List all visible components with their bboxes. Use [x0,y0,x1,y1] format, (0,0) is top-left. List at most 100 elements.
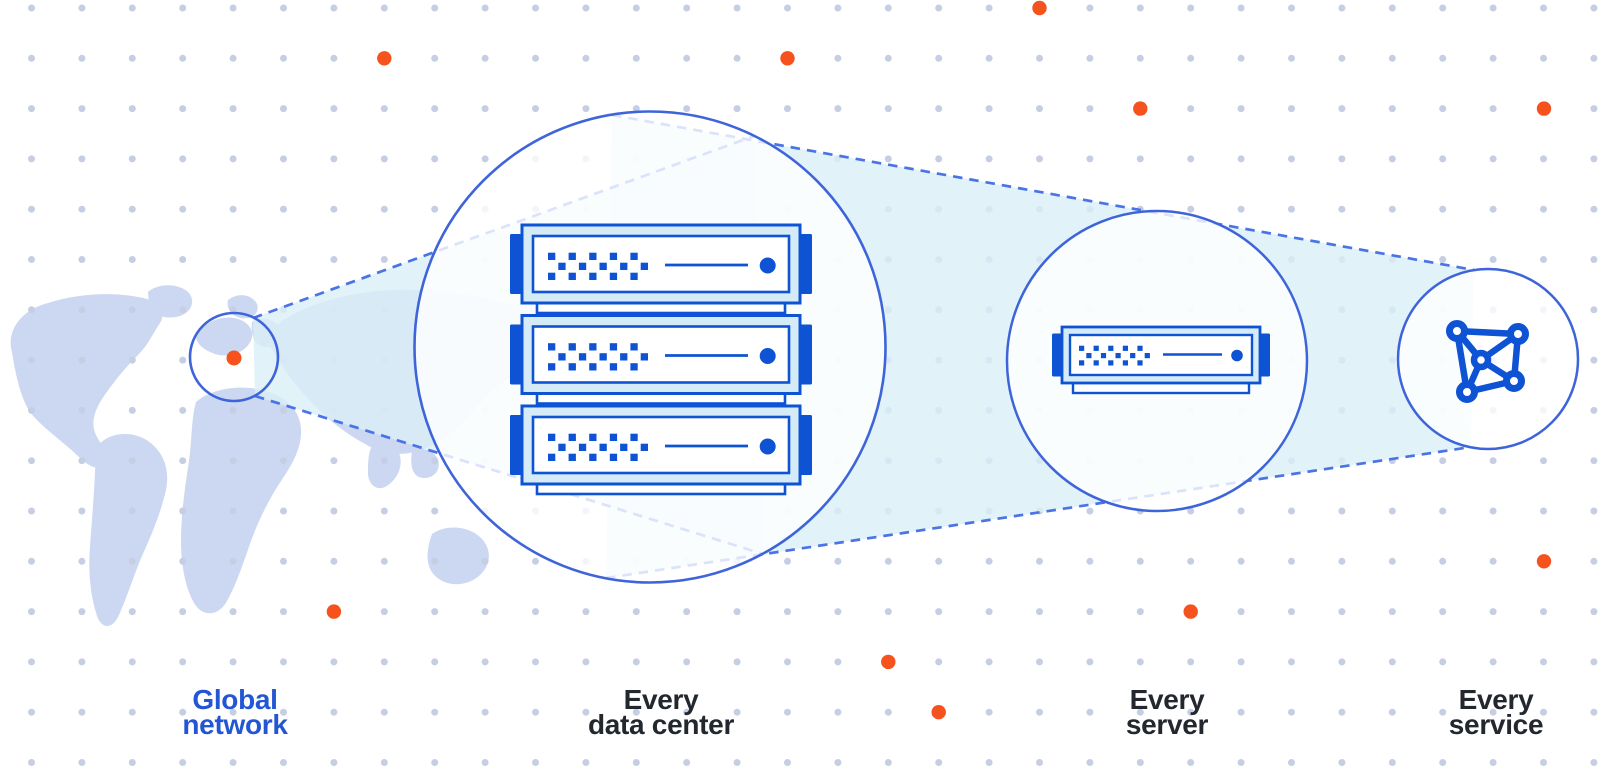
grid-dot [1388,155,1396,163]
grid-dot [1590,759,1598,766]
label-line: network [182,709,288,740]
mesh-node [1446,320,1468,342]
grid-dot [1590,457,1598,465]
grid-dot [229,658,237,666]
grid-dot [179,306,187,314]
grid-dot [1388,54,1396,62]
grid-dot [380,457,388,465]
grid-dot [582,608,590,616]
grid-dot [78,457,86,465]
grid-dot [582,658,590,666]
grid-dot [1489,105,1497,113]
grid-dot [1439,54,1447,62]
grid-dot [330,54,338,62]
server-rack-icon [510,223,812,496]
grid-dot [532,608,539,616]
continent [427,527,489,585]
grid-dot [179,205,187,213]
server-led [759,438,776,455]
vent-square [609,272,618,280]
grid-dot [1237,155,1245,163]
grid-dot [1237,54,1245,62]
grid-dot [1288,608,1295,616]
grid-dot [784,557,791,565]
grid-dot [229,54,237,62]
grid-dot [481,608,489,616]
grid-dot [632,759,640,766]
grid-dot [1338,54,1346,62]
grid-dot [431,608,439,616]
accent-dot [881,654,896,670]
grid-dot [1288,507,1295,515]
grid-dot [683,105,691,113]
grid-dot [78,759,86,766]
grid-dot [128,608,136,616]
vent-square [1144,353,1150,359]
grid-dot [229,205,237,213]
grid-dot [78,557,86,565]
grid-dot [1439,155,1447,163]
grid-dot [1590,658,1598,666]
mesh-node [1456,381,1478,403]
continent [10,294,163,469]
grid-dot [683,608,691,616]
grid-dot [1136,708,1144,716]
grid-dot [1439,507,1447,515]
grid-dot [733,608,741,616]
grid-dot [1136,54,1144,62]
vent-square [620,353,628,361]
mesh-node [1503,370,1525,392]
grid-dot [380,4,388,12]
accent-dot [1032,0,1047,16]
grid-dot [1590,256,1598,263]
grid-dot [1036,708,1043,716]
vent-square [630,363,638,371]
grid-dot [532,105,539,113]
grid-dot [229,406,237,414]
grid-dot [935,759,943,766]
vent-square [609,433,618,441]
vent-square [630,433,638,441]
grid-dot [1590,557,1598,565]
label-every-service: Every service [1449,684,1544,739]
grid-dot [179,507,187,515]
grid-dot [28,406,35,414]
grid-dot [985,105,993,113]
label-line: server [1125,709,1209,740]
grid-dot [179,256,187,263]
label-line: data center [587,709,735,740]
grid-dot [1489,507,1497,515]
label-line: Global [192,684,278,715]
grid-dot [229,608,237,616]
grid-dot [784,105,791,113]
accent-dot [1536,101,1552,116]
grid-dot [330,155,338,163]
grid-dot [1540,155,1547,163]
grid-dot [834,658,842,666]
grid-dot [179,557,187,565]
grid-dot [330,105,338,113]
grid-dot [1187,557,1195,565]
location-dot-icon [226,350,242,366]
label-every-server: Every server [1125,686,1209,740]
grid-dot [330,205,338,213]
grid-dot [683,658,691,666]
grid-dot [1338,557,1346,565]
grid-dot [784,759,791,766]
grid-dot [1590,708,1598,716]
mesh-center-node [1470,349,1492,371]
grid-dot [1036,54,1043,62]
grid-dot [1237,759,1245,766]
grid-dot [28,205,35,213]
grid-dot [179,457,187,465]
grid-dot [1237,608,1245,616]
accent-dot [1183,604,1198,619]
grid-dot [1388,557,1396,565]
grid-dot [1439,205,1447,213]
grid-dot [28,708,35,716]
grid-dot [1338,507,1346,515]
grid-dot [1489,4,1497,12]
continent [196,317,253,356]
grid-dot [78,256,86,263]
label-line: Every [1458,684,1534,715]
